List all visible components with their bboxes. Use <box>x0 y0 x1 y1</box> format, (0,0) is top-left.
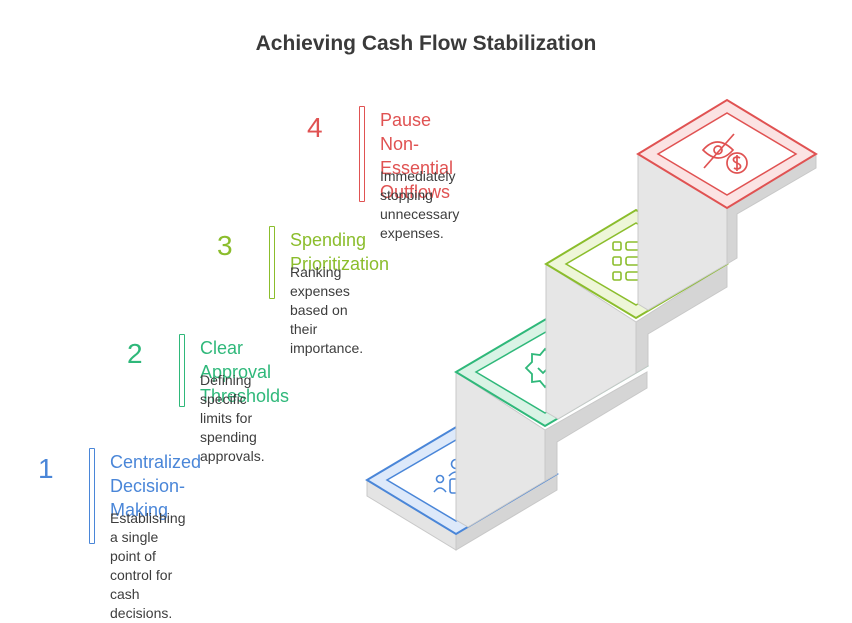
step-4-title: Pause Non-Essential Outflows <box>380 110 454 202</box>
step-2-number: 2 <box>127 338 143 369</box>
step-3-number: 3 <box>217 230 233 261</box>
step-1-title: Centralized Decision- Making <box>110 452 202 520</box>
step-4-description: Immediately stopping unnecessary expense… <box>380 168 460 241</box>
step-1-number: 1 <box>38 453 54 484</box>
stair-step-3 <box>544 208 729 420</box>
step-3-title: Spending Prioritization <box>290 230 390 274</box>
page-title: Achieving Cash Flow Stabilization <box>255 32 597 55</box>
step-3-accent-bar <box>269 226 275 299</box>
step-1-accent-bar <box>89 448 95 544</box>
staircase-diagram <box>365 98 818 551</box>
step-2-title: Clear Approval Thresholds <box>200 338 290 406</box>
step-4-number: 4 <box>307 112 323 143</box>
step-2-accent-bar <box>179 334 185 407</box>
hidden-money-icon <box>701 133 748 174</box>
step-1-description: Establishing a single point of control f… <box>110 510 186 621</box>
stair-step-4 <box>636 98 818 311</box>
step-3-description: Ranking expenses based on their importan… <box>290 264 364 356</box>
step-4-accent-bar <box>359 106 365 202</box>
step-2-description: Defining specific limits for spending ap… <box>200 372 265 464</box>
